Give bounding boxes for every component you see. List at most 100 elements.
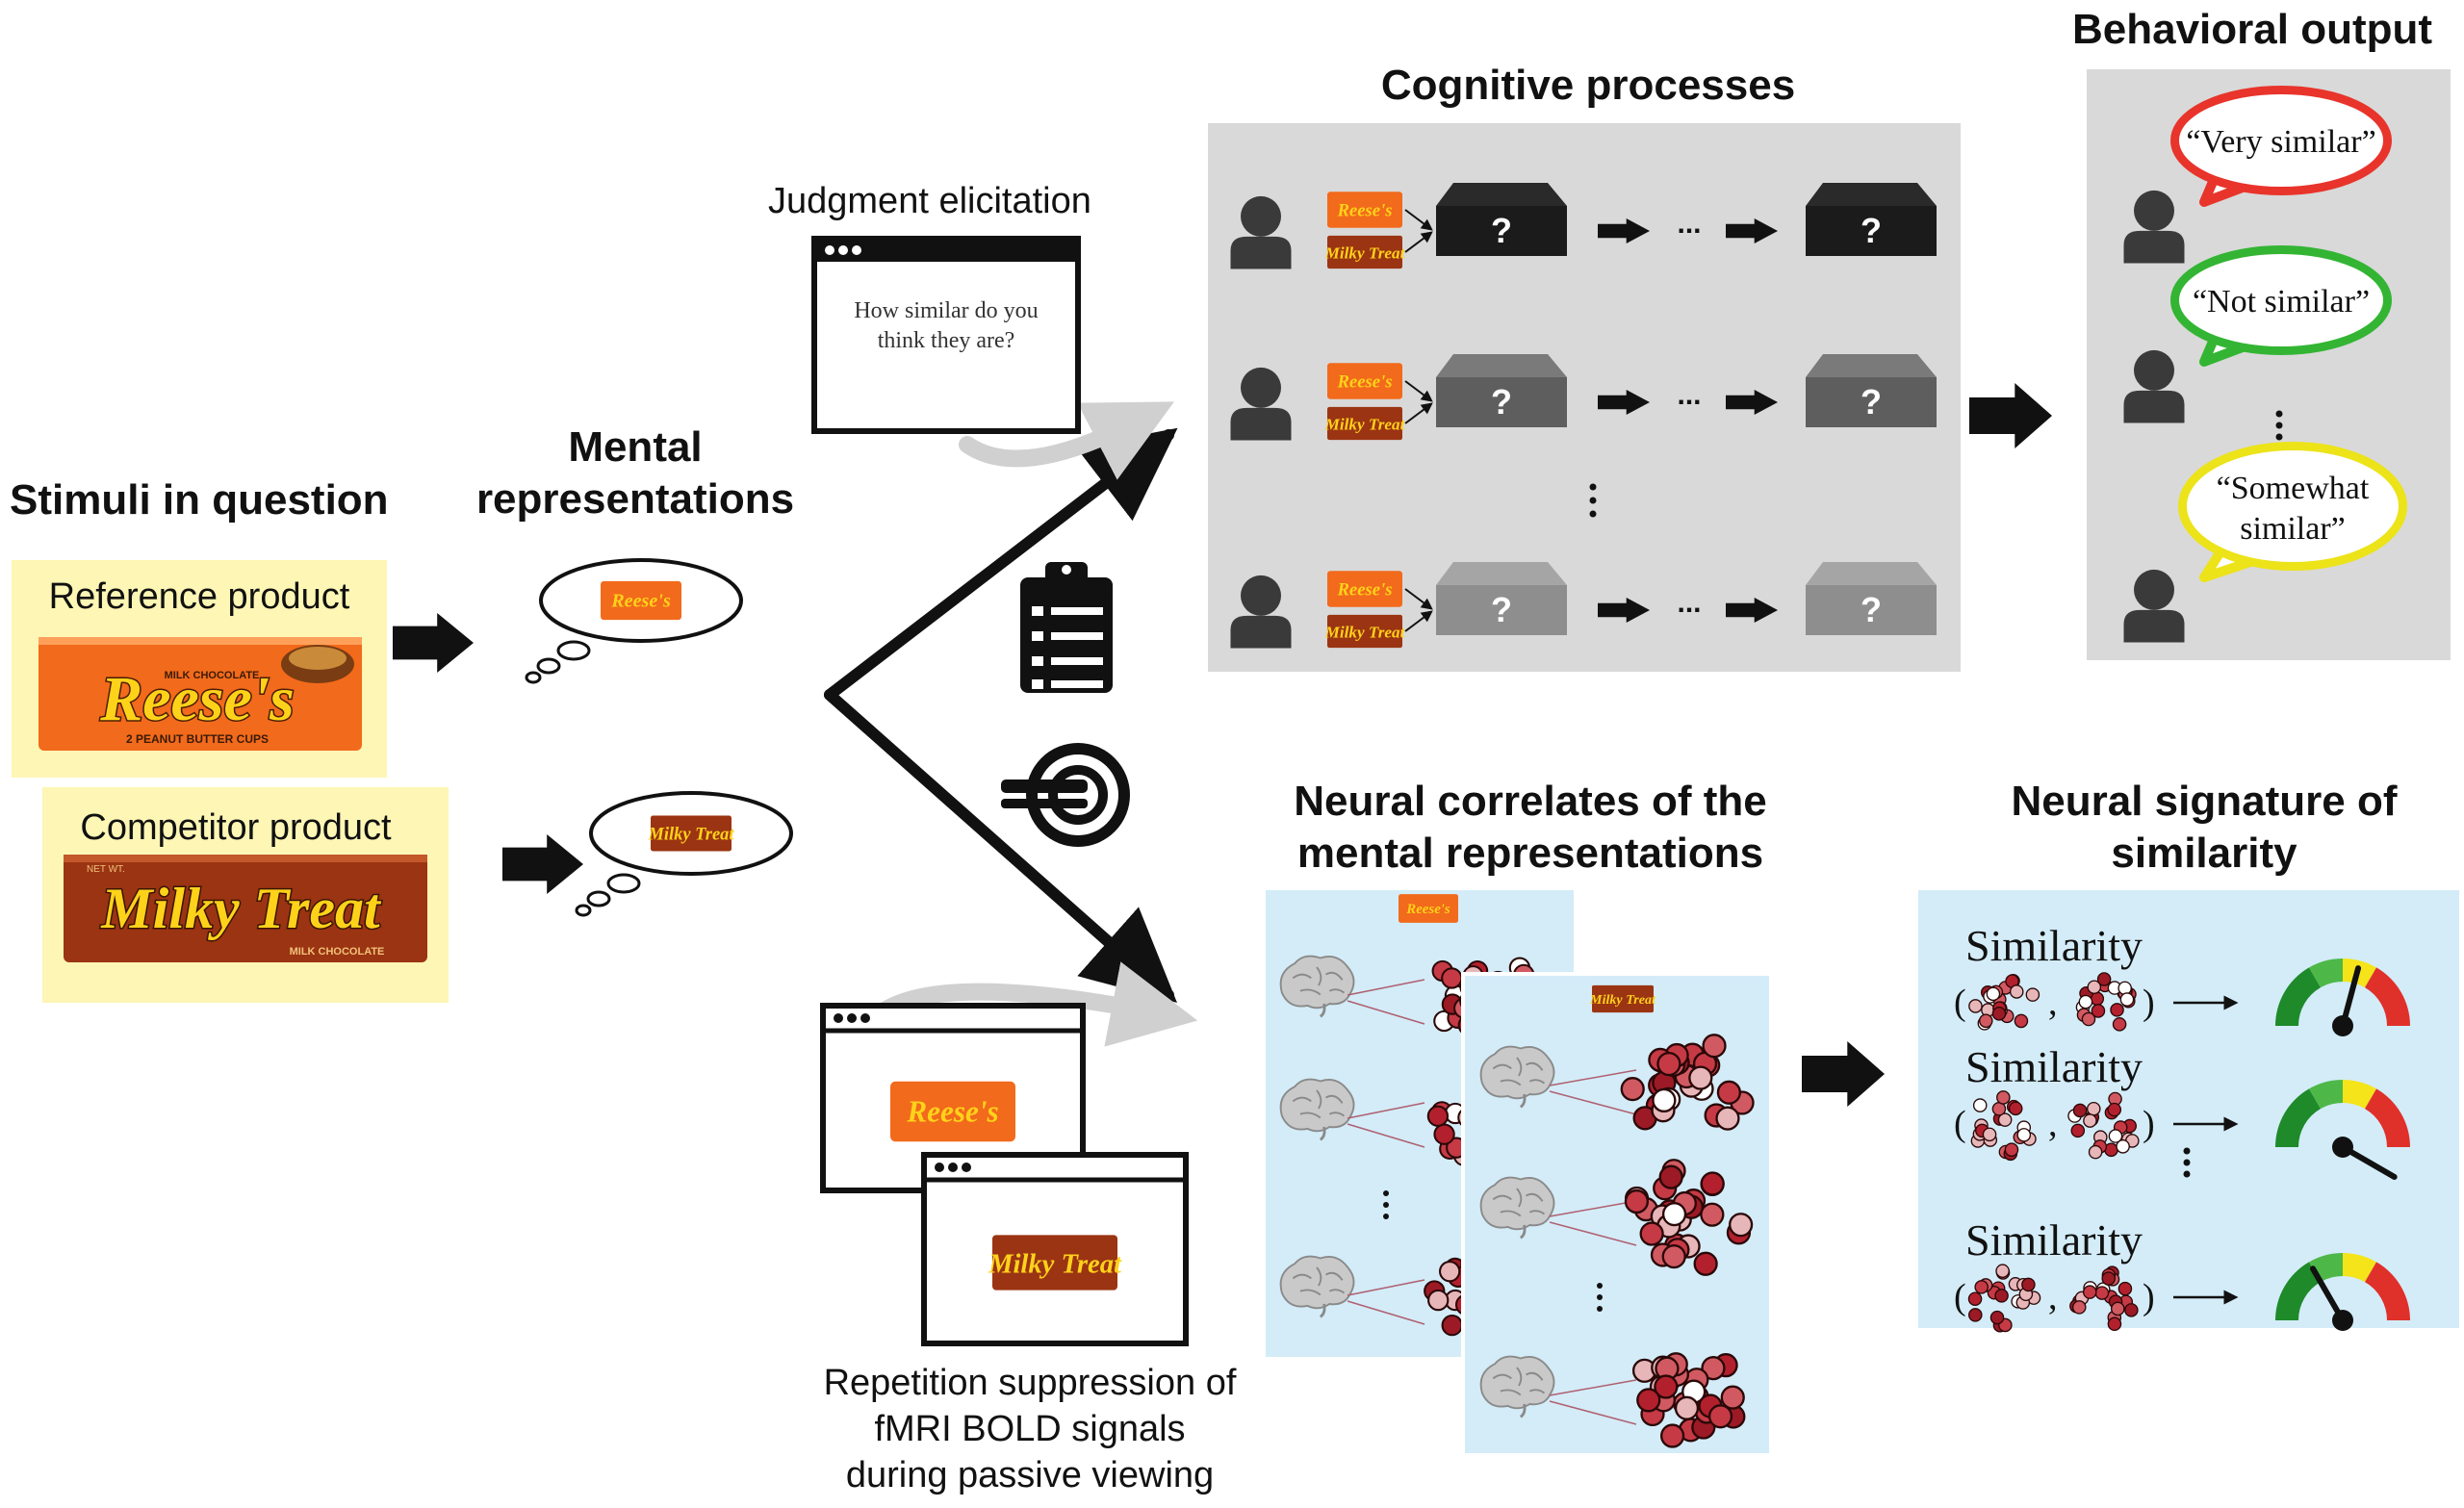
process-arrow xyxy=(1598,218,1650,243)
passive-caption-line1: Repetition suppression of xyxy=(823,1363,1237,1403)
vertical-ellipsis-dot xyxy=(1383,1214,1389,1219)
vertical-ellipsis-dot xyxy=(2183,1170,2191,1178)
black-box-process: ? xyxy=(1806,183,1937,256)
paren-close: ) xyxy=(2143,1277,2155,1317)
competitor-product-label: Competitor product xyxy=(80,807,392,848)
row-reese-thumb xyxy=(1327,571,1402,607)
vertical-ellipsis-dot xyxy=(1383,1190,1389,1196)
neural-back-candy xyxy=(1399,894,1458,923)
passive-caption-line3: during passive viewing xyxy=(845,1455,1215,1495)
paren-close: ) xyxy=(2143,1104,2155,1144)
competitor-thought-bubble xyxy=(575,791,793,917)
window-dot xyxy=(962,1163,971,1172)
judgment-question-line2: think they are? xyxy=(878,328,1015,353)
milky-net-text: NET WT. xyxy=(87,864,125,875)
passive-screen-milky xyxy=(921,1152,1189,1346)
response-text: “Not similar” xyxy=(2193,284,2370,319)
vertical-ellipsis-dot xyxy=(1597,1294,1603,1300)
similarity-row-1: Similarity(,) xyxy=(1954,921,2410,1036)
reference-thought-bubble xyxy=(525,558,743,684)
vertical-ellipsis-dot xyxy=(1597,1283,1603,1289)
mri-scanner-icon xyxy=(1001,743,1130,847)
neuron-cluster xyxy=(2069,1265,2139,1332)
arrow-reference-to-thought xyxy=(393,613,474,673)
similarity-word: Similarity xyxy=(1965,1042,2143,1091)
arrow-to-neural xyxy=(824,689,1177,1003)
gauge-hub xyxy=(2332,1137,2353,1158)
process-arrow xyxy=(1726,218,1778,243)
comma: , xyxy=(2048,983,2058,1023)
gauge-hub xyxy=(2332,1310,2353,1331)
window-dot xyxy=(838,245,848,255)
reese-brand-text: Reese's xyxy=(99,664,295,734)
black-box-process: ? xyxy=(1806,562,1937,635)
paren-open: ( xyxy=(1954,1277,1966,1317)
stimuli-heading: Stimuli in question xyxy=(10,476,389,524)
reference-product-label: Reference product xyxy=(49,576,350,617)
vertical-ellipsis-dot xyxy=(2275,433,2283,441)
window-dot xyxy=(852,245,861,255)
neuron-cluster xyxy=(2067,1091,2140,1160)
competitor-thought-candy xyxy=(647,815,735,852)
similarity-gauge xyxy=(2275,958,2410,1036)
arrow-competitor-to-thought xyxy=(502,834,583,894)
similarity-gauge xyxy=(2275,1253,2410,1331)
comma: , xyxy=(2048,1104,2058,1144)
neural-correlates-heading-line2: mental representations xyxy=(1296,830,1764,877)
window-dot xyxy=(847,1013,857,1023)
judgment-heading: Judgment elicitation xyxy=(768,181,1091,221)
cognitive-row-1: ??... xyxy=(1230,183,1937,269)
comma: , xyxy=(2048,1277,2058,1317)
process-ellipsis: ... xyxy=(1677,208,1701,240)
process-arrow xyxy=(1598,598,1650,623)
behavioral-heading: Behavioral output xyxy=(2071,6,2433,53)
passive-caption-line2: fMRI BOLD signals xyxy=(874,1409,1186,1449)
process-arrow xyxy=(1726,390,1778,415)
unknown-process-mark: ? xyxy=(1861,590,1882,629)
paren-open: ( xyxy=(1954,1104,1966,1144)
neural-correlates-heading-line1: Neural correlates of the xyxy=(1294,778,1767,825)
screen-candy xyxy=(988,1235,1122,1291)
cognitive-row-3: ??... xyxy=(1230,562,1937,649)
neural-signature-heading-line1: Neural signature of xyxy=(2011,778,2398,825)
similarity-word: Similarity xyxy=(1965,1215,2143,1265)
vertical-ellipsis-dot xyxy=(2183,1159,2191,1166)
neural-front-candy xyxy=(1589,984,1657,1013)
clipboard-icon xyxy=(1020,562,1113,693)
black-box-process: ? xyxy=(1436,183,1567,256)
paren-open: ( xyxy=(1954,983,1966,1023)
response-bubble-very-similar: “Very similar” xyxy=(2170,86,2392,207)
window-dot xyxy=(935,1163,944,1172)
vertical-ellipsis-dot xyxy=(2275,410,2283,418)
reese-top-text: MILK CHOCOLATE xyxy=(165,670,260,681)
row-reese-thumb xyxy=(1327,363,1402,399)
neuron-cluster xyxy=(1624,1159,1754,1276)
window-dot xyxy=(825,245,834,255)
row-milky-thumb xyxy=(1323,235,1406,269)
neuron-cluster xyxy=(2075,972,2137,1032)
process-ellipsis: ... xyxy=(1677,587,1701,619)
cognitive-row-2: ??... xyxy=(1230,354,1937,441)
cognitive-heading: Cognitive processes xyxy=(1380,62,1796,109)
milky-bottom-text: MILK CHOCOLATE xyxy=(290,946,385,958)
process-ellipsis: ... xyxy=(1677,379,1701,411)
neuron-cluster xyxy=(1631,1352,1746,1448)
response-bubble-not-similar: “Not similar” xyxy=(2170,245,2392,367)
black-box-process: ? xyxy=(1436,354,1567,427)
arrow-to-behavioral xyxy=(1969,383,2052,448)
vertical-ellipsis-dot xyxy=(1383,1202,1389,1208)
mental-heading-line1: Mental xyxy=(568,423,703,471)
vertical-ellipsis-dot xyxy=(2183,1147,2191,1155)
black-box-process: ? xyxy=(1436,562,1567,635)
vertical-ellipsis-dot xyxy=(1589,497,1597,504)
response-text: “Very similar” xyxy=(2186,124,2375,160)
arrow-to-cognitive xyxy=(824,427,1178,701)
vertical-ellipsis-dot xyxy=(1589,483,1597,491)
vertical-ellipsis-dot xyxy=(1589,510,1597,518)
black-box-process: ? xyxy=(1806,354,1937,427)
unknown-process-mark: ? xyxy=(1861,382,1882,422)
vertical-ellipsis-dot xyxy=(1597,1306,1603,1312)
neuron-cluster xyxy=(1968,973,2040,1031)
